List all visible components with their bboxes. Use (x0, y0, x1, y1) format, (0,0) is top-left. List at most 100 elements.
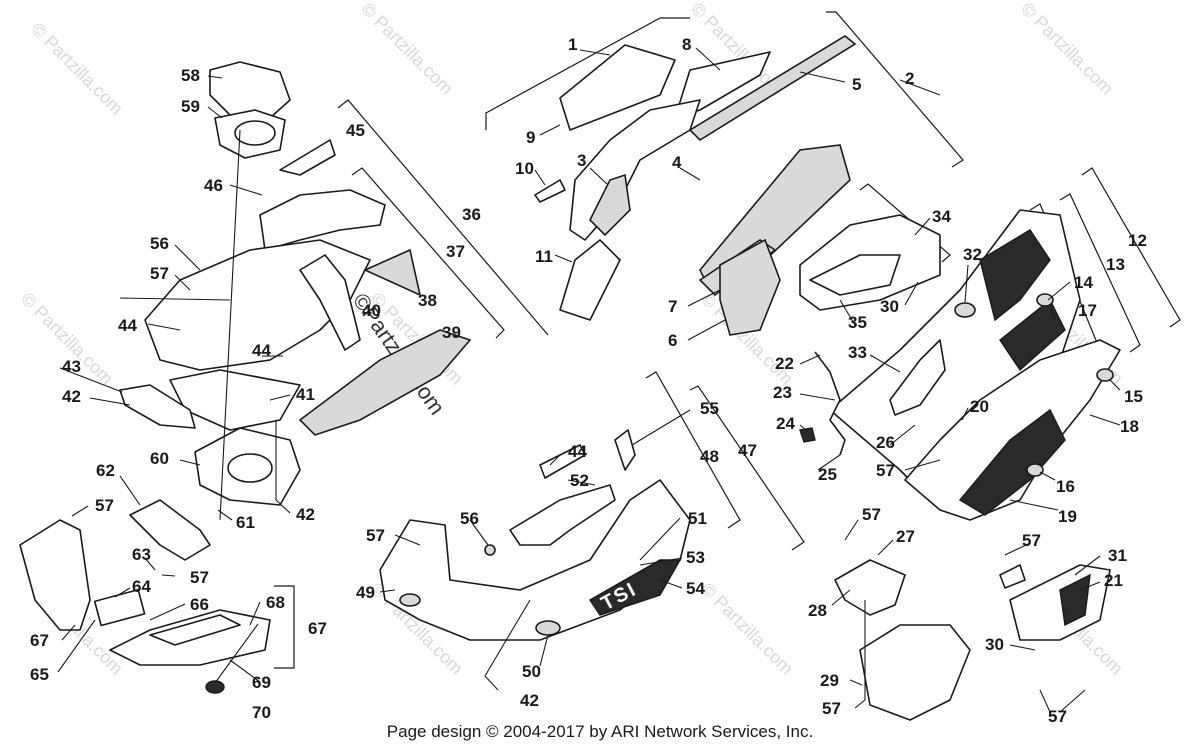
lower-right-group (831, 519, 1111, 721)
graphic-21 (1059, 573, 1091, 627)
callout-64: 64 (132, 577, 151, 596)
callout-55: 55 (700, 399, 719, 418)
callout-31: 31 (1108, 546, 1127, 565)
decal-10 (534, 179, 566, 203)
opening-60 (227, 453, 273, 483)
callout-17: 17 (1078, 301, 1097, 320)
panel-21 (1009, 564, 1111, 641)
callout-11: 11 (535, 247, 553, 266)
callout-10: 10 (515, 159, 534, 178)
bracket-31 (999, 564, 1026, 589)
callout-24: 24 (776, 414, 795, 433)
reflector-16 (1026, 463, 1044, 477)
callout-15: 15 (1124, 387, 1143, 406)
watermark: © Partzilla.com (697, 579, 797, 679)
callout-18: 18 (1120, 417, 1139, 436)
callout-42-left: 42 (62, 387, 81, 406)
callout-61: 61 (236, 513, 255, 532)
callout-35: 35 (848, 313, 867, 332)
callout-25: 25 (818, 465, 837, 484)
decal-1 (559, 44, 676, 131)
foam-6 (719, 238, 781, 336)
callout-65: 65 (30, 665, 49, 684)
callout-20: 20 (970, 397, 989, 416)
callout-57-housing: 57 (822, 699, 841, 718)
wire-23 (814, 351, 846, 456)
callout-30-right: 30 (880, 297, 899, 316)
decal-45 (279, 139, 336, 176)
reflector-32 (954, 302, 976, 318)
watermark: © Partzilla.com (1017, 0, 1117, 99)
callout-62: 62 (96, 461, 115, 480)
callout-4: 4 (672, 153, 682, 172)
callout-57-panel: 57 (1022, 531, 1041, 550)
callout-29: 29 (820, 671, 839, 690)
connector-24 (799, 427, 816, 443)
callout-70: 70 (252, 703, 271, 722)
strip-44 (539, 444, 586, 479)
cap-55 (614, 429, 636, 471)
callout-60: 60 (150, 449, 169, 468)
callout-28: 28 (808, 601, 827, 620)
callout-52: 52 (570, 471, 589, 490)
callout-51: 51 (688, 509, 707, 528)
callout-34: 34 (932, 207, 951, 226)
inner-35 (809, 254, 901, 296)
gasket-58 (209, 61, 291, 119)
callout-37: 37 (446, 242, 465, 261)
side-cover-67 (19, 519, 91, 631)
callout-57-side: 57 (876, 461, 895, 480)
callout-7: 7 (668, 297, 677, 316)
callout-19: 19 (1058, 507, 1077, 526)
bumper-52 (509, 484, 616, 546)
callout-43: 43 (62, 357, 81, 376)
callout-54: 54 (686, 579, 705, 598)
callout-42-bottom: 42 (520, 691, 539, 710)
callout-50: 50 (522, 662, 541, 681)
panel-43 (119, 384, 196, 429)
callout-57-belly: 57 (366, 526, 385, 545)
callout-13: 13 (1106, 255, 1125, 274)
watermark: © Partzilla.com (27, 19, 127, 119)
callout-23: 23 (773, 383, 792, 402)
callout-36: 36 (462, 205, 481, 224)
callout-57-left-low: 57 (190, 568, 209, 587)
callout-57-bracket: 57 (862, 505, 881, 524)
callout-68: 68 (266, 593, 285, 612)
callout-45: 45 (346, 121, 365, 140)
callout-32: 32 (963, 245, 982, 264)
callout-22: 22 (775, 354, 794, 373)
side-panel-group (799, 167, 1181, 521)
callout-9: 9 (526, 128, 535, 147)
trim-66 (149, 614, 241, 646)
callout-67-left: 67 (30, 631, 49, 650)
graphic-13 (979, 229, 1051, 322)
callout-48: 48 (700, 447, 719, 466)
callout-42-center: 42 (296, 505, 315, 524)
callout-56-belly: 56 (460, 509, 479, 528)
callout-47: 47 (738, 441, 757, 460)
callout-3: 3 (577, 151, 586, 170)
callout-44-mid: 44 (252, 341, 271, 360)
callout-44-belly: 44 (568, 442, 587, 461)
callout-1: 1 (568, 35, 577, 54)
strip-5 (688, 35, 857, 142)
callout-63: 63 (132, 545, 151, 564)
handle-40 (299, 254, 361, 351)
callout-57-bottom: 57 (1048, 707, 1067, 726)
tsi-decal (589, 559, 682, 616)
callout-38: 38 (418, 291, 437, 310)
watermark: © Partzilla.com (357, 0, 457, 99)
windshield-pad-3 (589, 173, 631, 237)
reflector-14 (1036, 293, 1054, 307)
callout-26: 26 (876, 433, 895, 452)
callout-66: 66 (190, 595, 209, 614)
graphic-13b (999, 298, 1066, 372)
bracket-28 (834, 559, 906, 616)
belly-pan-47 (379, 479, 691, 641)
callout-57-left-top: 57 (150, 264, 169, 283)
decal-38 (363, 248, 422, 297)
reflector-50 (535, 620, 561, 636)
console-group (59, 61, 549, 521)
callout-16: 16 (1056, 477, 1075, 496)
